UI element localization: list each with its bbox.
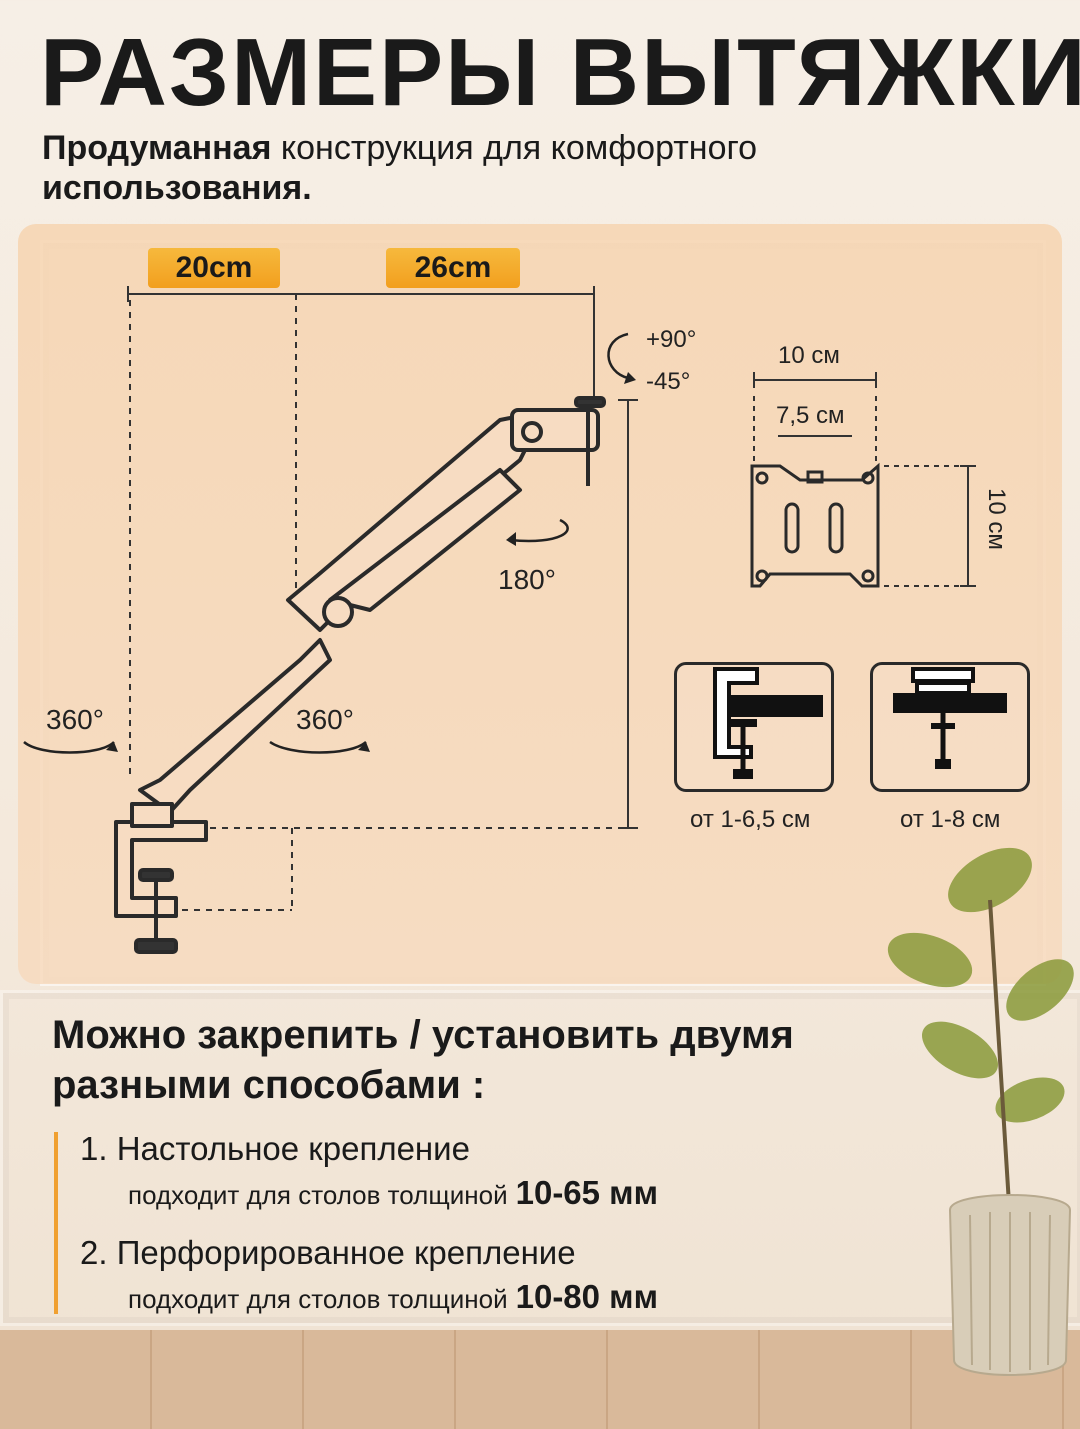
item-number: 2.: [80, 1234, 108, 1271]
tilt-down-label: -45°: [646, 368, 691, 395]
item-title: Перфорированное крепление: [116, 1234, 576, 1271]
subtitle-text: конструкция для комфортного: [280, 129, 758, 167]
wood-floor: [0, 1330, 1080, 1429]
subtitle-bold-1: Продуманная: [42, 129, 272, 167]
subtitle-bold-2: использования.: [42, 169, 312, 207]
page-subtitle: Продуманная конструкция для комфортного …: [42, 128, 862, 208]
plant-icon: [887, 847, 1074, 1376]
item-value: 10-80 мм: [515, 1278, 659, 1315]
item-title: Настольное крепление: [116, 1130, 470, 1167]
mount-option-1-title: 1. Настольное крепление: [80, 1130, 470, 1168]
diagram-panel: [18, 224, 1062, 984]
mount-methods-title-line2: разными способами :: [52, 1063, 486, 1107]
grommet-mount-illustration: [870, 662, 1030, 792]
vesa-width-outer-label: 10 см: [778, 342, 840, 369]
rotate-180-label: 180°: [498, 564, 556, 595]
wall-molding: [0, 990, 1080, 1326]
mount-option-2-title: 2. Перфорированное крепление: [80, 1234, 576, 1272]
vesa-height-label: 10 см: [983, 488, 1010, 550]
item-desc: подходит для столов толщиной: [128, 1180, 508, 1210]
grommet-icon: [893, 667, 1007, 769]
clamp-mount-illustration: [674, 662, 834, 792]
mount-methods-title-line1: Можно закрепить / установить двумя: [52, 1013, 794, 1057]
item-number: 1.: [80, 1130, 108, 1167]
swivel-base-label: 360°: [46, 704, 104, 735]
dimension-badge-20: 20cm: [148, 248, 280, 288]
item-value: 10-65 мм: [515, 1174, 659, 1211]
grommet-range-label: от 1-8 см: [900, 806, 1001, 833]
vesa-width-inner-label: 7,5 см: [776, 402, 845, 429]
dimension-badge-26: 26cm: [386, 248, 520, 288]
clamp-range-label: от 1-6,5 см: [690, 806, 811, 833]
item-desc: подходит для столов толщиной: [128, 1284, 508, 1314]
tilt-up-label: +90°: [646, 326, 697, 353]
page-title: РАЗМЕРЫ ВЫТЯЖКИ: [40, 19, 1080, 126]
accent-bar: [54, 1132, 58, 1314]
mount-methods-title: Можно закрепить / установить двумя разны…: [52, 1010, 952, 1110]
swivel-arm-label: 360°: [296, 704, 354, 735]
monitor-arm-diagram: [23, 286, 976, 954]
clamp-icon: [713, 667, 823, 779]
